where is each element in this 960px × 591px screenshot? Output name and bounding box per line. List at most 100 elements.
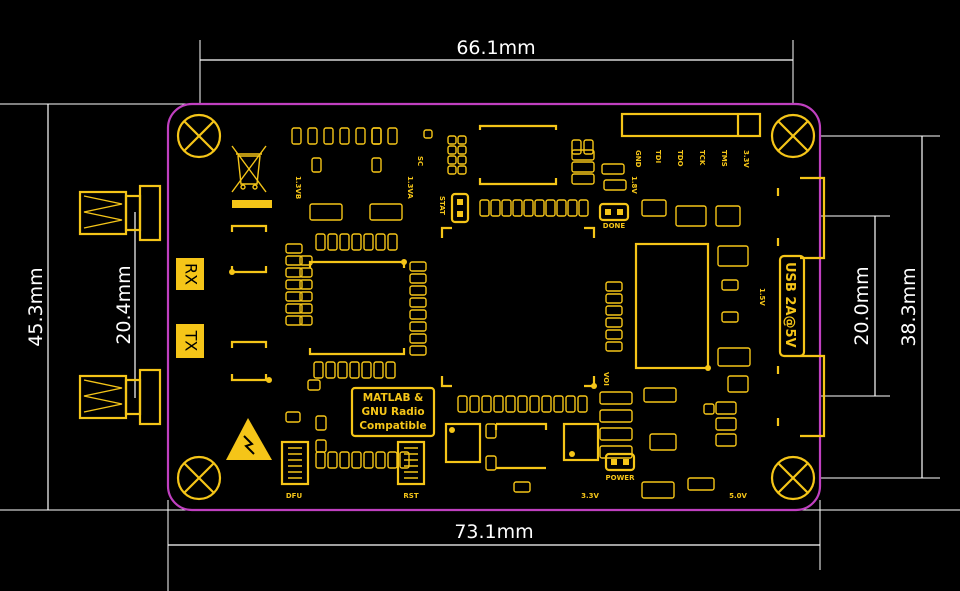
smd-pad: [409, 297, 427, 308]
mounting-hole-bottom-right: [770, 455, 816, 501]
matlab-line3: Compatible: [359, 420, 426, 432]
smd-pad: [721, 279, 739, 291]
smd-pad: [299, 291, 313, 302]
smd-pad: [715, 205, 741, 227]
smd-pad: [285, 243, 303, 254]
smd-pad: [643, 387, 677, 403]
smd-pad: [327, 451, 338, 469]
mounting-hole-top-right: [770, 113, 816, 159]
usb-power-label-box: USB 2A@5V: [778, 254, 806, 358]
smd-pad: [513, 481, 531, 493]
fpga-chip: [440, 226, 597, 389]
smd-pad: [285, 315, 303, 326]
smd-pad: [457, 145, 467, 155]
smd-pad: [309, 203, 343, 221]
jtag-tms-label: TMS: [720, 150, 728, 167]
smd-pad: [479, 199, 490, 217]
stat-led-label: STAT: [438, 196, 446, 215]
v50-label: 5.0V: [729, 492, 747, 500]
smd-pad: [571, 161, 595, 173]
smd-pad: [387, 233, 398, 251]
smd-pad: [285, 303, 303, 314]
smd-pad: [349, 361, 360, 379]
smd-pad: [457, 395, 468, 413]
smd-pad: [457, 155, 467, 165]
smd-pad: [727, 375, 749, 393]
smd-pad: [363, 233, 374, 251]
smd-pad: [371, 127, 382, 145]
smd-pad: [534, 199, 545, 217]
smd-pad: [577, 395, 588, 413]
smd-pad: [485, 455, 497, 471]
smd-pad: [361, 361, 372, 379]
smd-pad: [325, 361, 336, 379]
rst-label: RST: [403, 492, 418, 500]
smd-pad: [291, 127, 302, 145]
smd-pad: [447, 155, 457, 165]
smd-pad: [339, 451, 350, 469]
weee-bin-icon: [231, 145, 272, 208]
smd-pad: [603, 179, 627, 191]
smd-pad: [599, 391, 633, 405]
dfu-button: DFU: [280, 440, 310, 500]
tx-frontend-outline: [230, 340, 272, 383]
right-height-label: 38.3mm: [898, 267, 920, 346]
done-led-label: DONE: [603, 222, 626, 230]
smd-pad: [409, 309, 427, 320]
smd-pad: [371, 157, 382, 173]
sma-connector-rx: [78, 184, 162, 242]
smd-pad: [605, 341, 623, 352]
smd-pad: [717, 347, 751, 367]
smd-pad: [307, 379, 321, 391]
smd-pad: [313, 361, 324, 379]
smd-pad: [457, 135, 467, 145]
left-height-label: 45.3mm: [25, 267, 47, 346]
smd-pad: [299, 267, 313, 278]
smd-pad: [375, 233, 386, 251]
smd-pad: [355, 127, 366, 145]
smd-pad: [375, 451, 386, 469]
smd-pad: [409, 273, 427, 284]
jtag-tck-label: TCK: [698, 150, 706, 166]
smd-pad: [717, 245, 749, 267]
smd-pad: [703, 403, 715, 415]
smd-pad: [387, 451, 398, 469]
smd-pad: [457, 165, 467, 175]
mounting-hole-bottom-left: [176, 455, 222, 501]
smd-pad: [351, 451, 362, 469]
v18-label: 1.8V: [630, 176, 638, 194]
smd-pad: [490, 199, 501, 217]
done-led: [598, 202, 630, 222]
rx-label-box: RX: [176, 258, 204, 290]
smd-pad: [641, 481, 675, 499]
tx-label: TX: [182, 330, 201, 352]
smd-pad: [599, 409, 633, 423]
smd-pad: [605, 329, 623, 340]
smd-pad: [605, 317, 623, 328]
sc-label: SC: [416, 156, 424, 166]
smd-pad: [601, 163, 625, 175]
smd-pad: [373, 361, 384, 379]
voi-label: VOI: [602, 372, 610, 386]
smd-pad: [687, 477, 715, 491]
smd-pad: [605, 305, 623, 316]
antenna-spacing-label: 20.4mm: [113, 265, 135, 344]
smd-pad: [351, 233, 362, 251]
smd-pad: [339, 233, 350, 251]
dimension-bottom: 73.1mm: [167, 500, 821, 591]
mounting-hole-top-left: [176, 113, 222, 159]
matlab-line2: GNU Radio: [361, 406, 424, 418]
smd-pad: [299, 255, 313, 266]
smd-pad: [409, 333, 427, 344]
jtag-header: [620, 112, 762, 138]
board-outline: [166, 102, 822, 512]
sma-connector-tx: [78, 368, 162, 426]
smd-pad: [715, 401, 737, 415]
smd-pad: [285, 279, 303, 290]
smd-pad: [641, 199, 667, 217]
top-width-label: 66.1mm: [456, 37, 535, 59]
smd-pad: [715, 417, 737, 431]
smd-pad: [299, 315, 313, 326]
smd-pad: [447, 165, 457, 175]
